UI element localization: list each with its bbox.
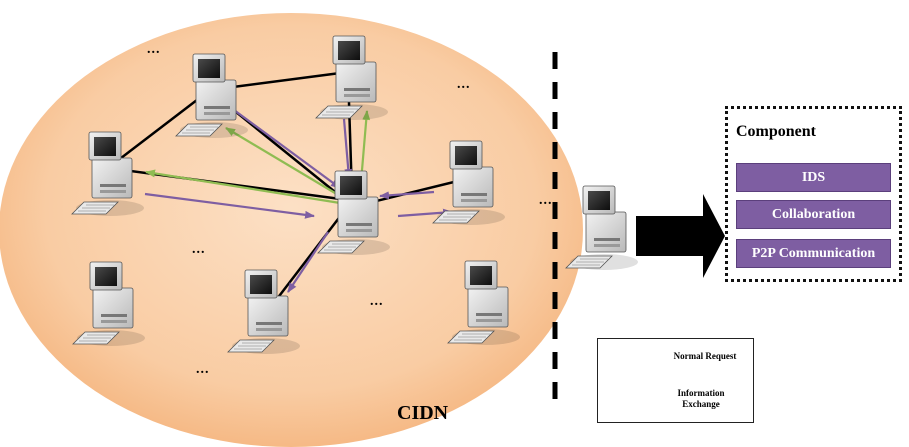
- ellipsis-marker: ...: [147, 42, 161, 57]
- ellipsis-marker: ...: [370, 294, 384, 309]
- ellipsis-marker: ...: [539, 193, 553, 208]
- legend-label-normal-request: Normal Request: [673, 351, 737, 361]
- component-item-ids: IDS: [736, 163, 891, 192]
- component-item-collaboration: Collaboration: [736, 200, 891, 229]
- network-label: CIDN: [397, 402, 449, 424]
- component-box: Component IDS Collaboration P2P Communic…: [725, 106, 902, 282]
- component-title: Component: [736, 123, 817, 140]
- ellipsis-marker: ...: [457, 77, 471, 92]
- legend: Normal Request Information Exchange: [597, 338, 754, 423]
- ellipsis-marker: ...: [196, 362, 210, 377]
- normal-request-arrows: [145, 110, 371, 205]
- block-arrow-right-icon: [636, 194, 725, 278]
- network-ellipse: [0, 13, 583, 447]
- component-item-p2p-communication: P2P Communication: [736, 239, 891, 268]
- legend-label-information-exchange: Information Exchange: [677, 388, 725, 409]
- ellipsis-marker: ...: [192, 242, 206, 257]
